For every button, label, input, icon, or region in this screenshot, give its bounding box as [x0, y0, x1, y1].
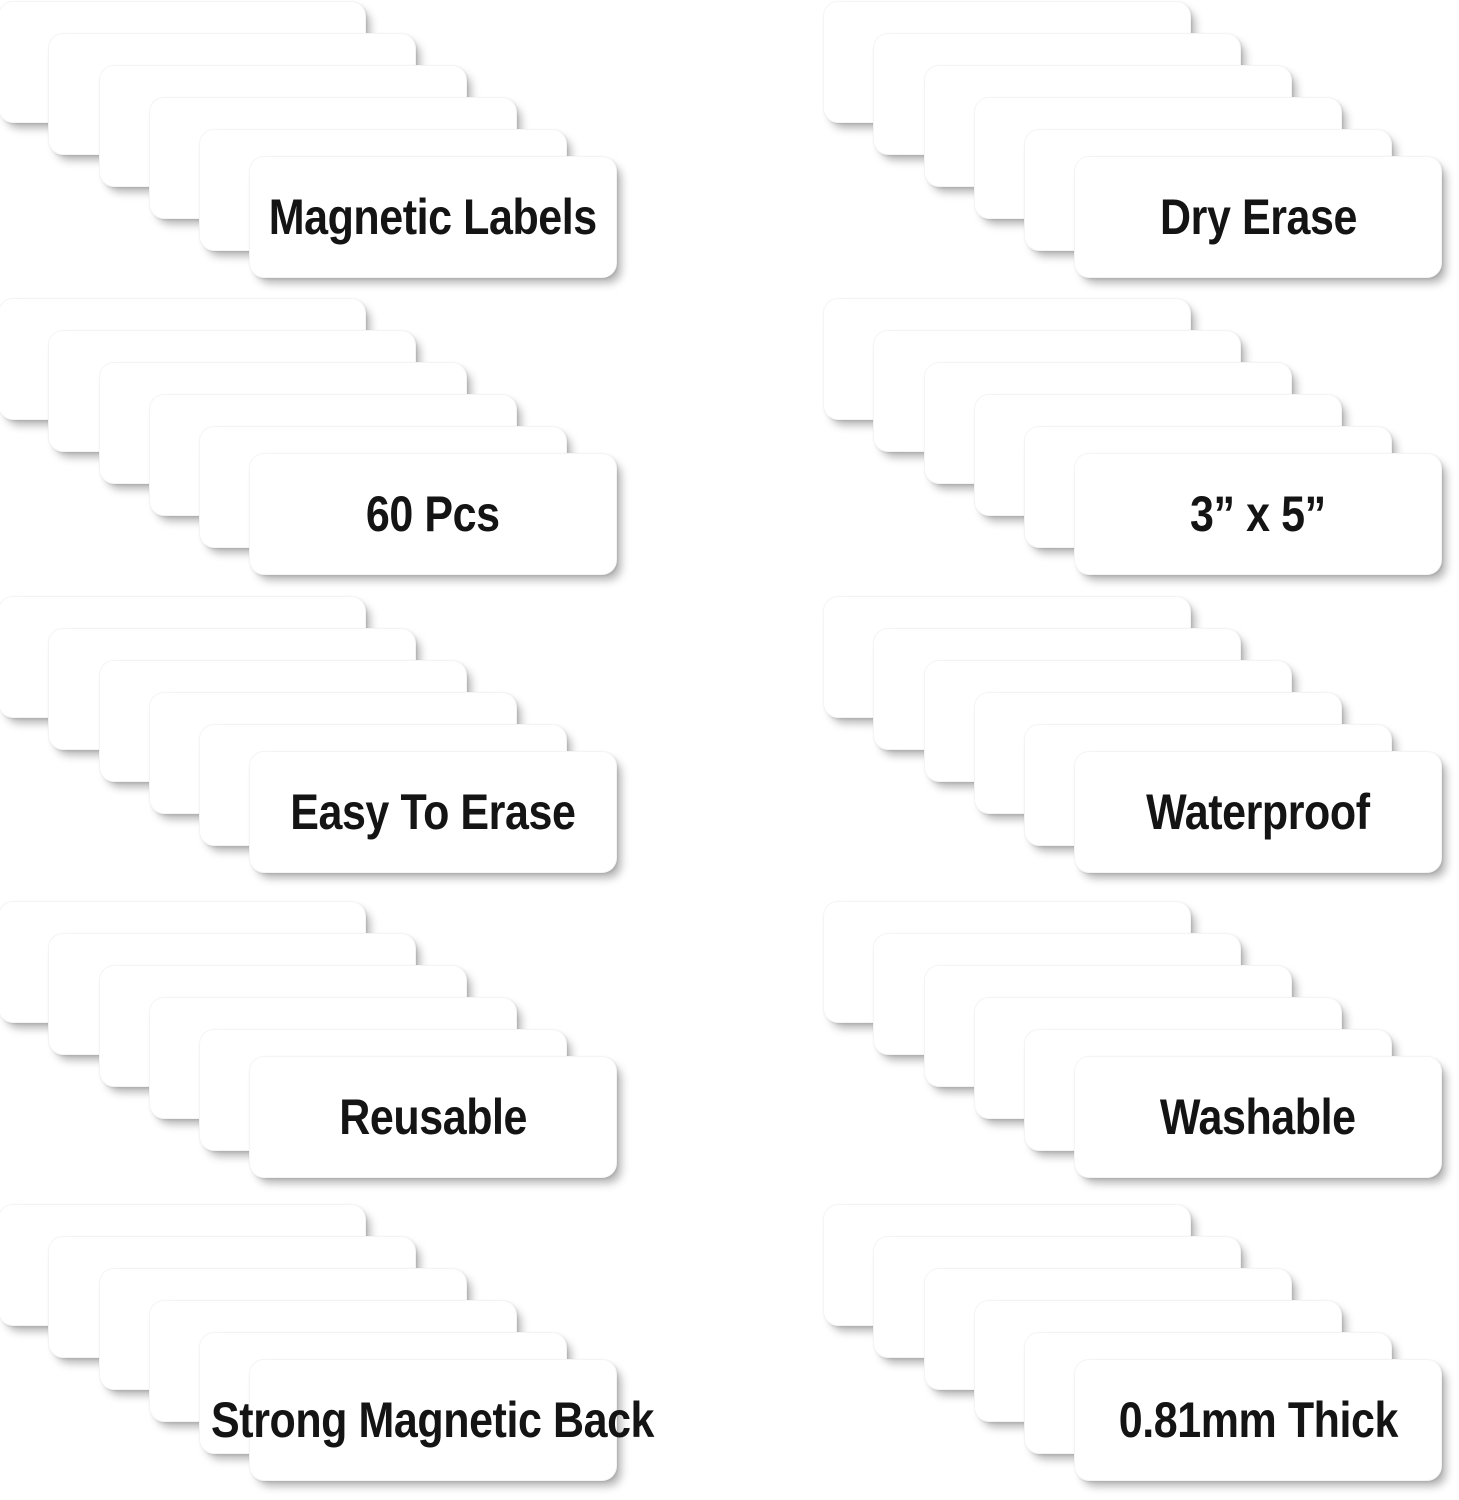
label-stack-strong-magnetic-back: Strong Magnetic Back	[0, 1204, 655, 1494]
label-card-text: Strong Magnetic Back	[211, 1392, 655, 1448]
label-card-text: Dry Erase	[1159, 189, 1357, 245]
label-stack-reusable: Reusable	[0, 901, 618, 1191]
label-stack-dry-erase: Dry Erase	[823, 1, 1443, 291]
label-stack-waterproof: Waterproof	[823, 596, 1443, 886]
label-stack-size: 3” x 5”	[823, 298, 1443, 588]
label-stack-washable: Washable	[823, 901, 1443, 1191]
label-card-front: 0.81mm Thick	[1074, 1359, 1442, 1481]
label-card-text: Reusable	[339, 1089, 527, 1145]
label-card-front: Easy To Erase	[249, 751, 617, 873]
label-card-text: 3” x 5”	[1190, 486, 1326, 542]
label-stack-60-pcs: 60 Pcs	[0, 298, 618, 588]
label-card-text: Magnetic Labels	[268, 189, 598, 245]
label-card-front: Strong Magnetic Back	[212, 1359, 655, 1481]
label-card-front: 3” x 5”	[1074, 453, 1442, 575]
label-card-front: Dry Erase	[1074, 156, 1442, 278]
label-card-text: Washable	[1160, 1089, 1356, 1145]
label-card-text: 60 Pcs	[366, 486, 500, 542]
label-card-front: Reusable	[249, 1056, 617, 1178]
label-card-text: 0.81mm Thick	[1118, 1392, 1398, 1448]
label-card-front: Washable	[1074, 1056, 1442, 1178]
label-stack-magnetic-labels: Magnetic Labels	[0, 1, 618, 291]
label-stack-easy-to-erase: Easy To Erase	[0, 596, 618, 886]
label-stack-thickness: 0.81mm Thick	[823, 1204, 1443, 1494]
label-card-front: Waterproof	[1074, 751, 1442, 873]
label-card-front: Magnetic Labels	[249, 156, 617, 278]
label-card-text: Waterproof	[1146, 784, 1370, 840]
label-card-front: 60 Pcs	[249, 453, 617, 575]
label-card-text: Easy To Erase	[290, 784, 576, 840]
